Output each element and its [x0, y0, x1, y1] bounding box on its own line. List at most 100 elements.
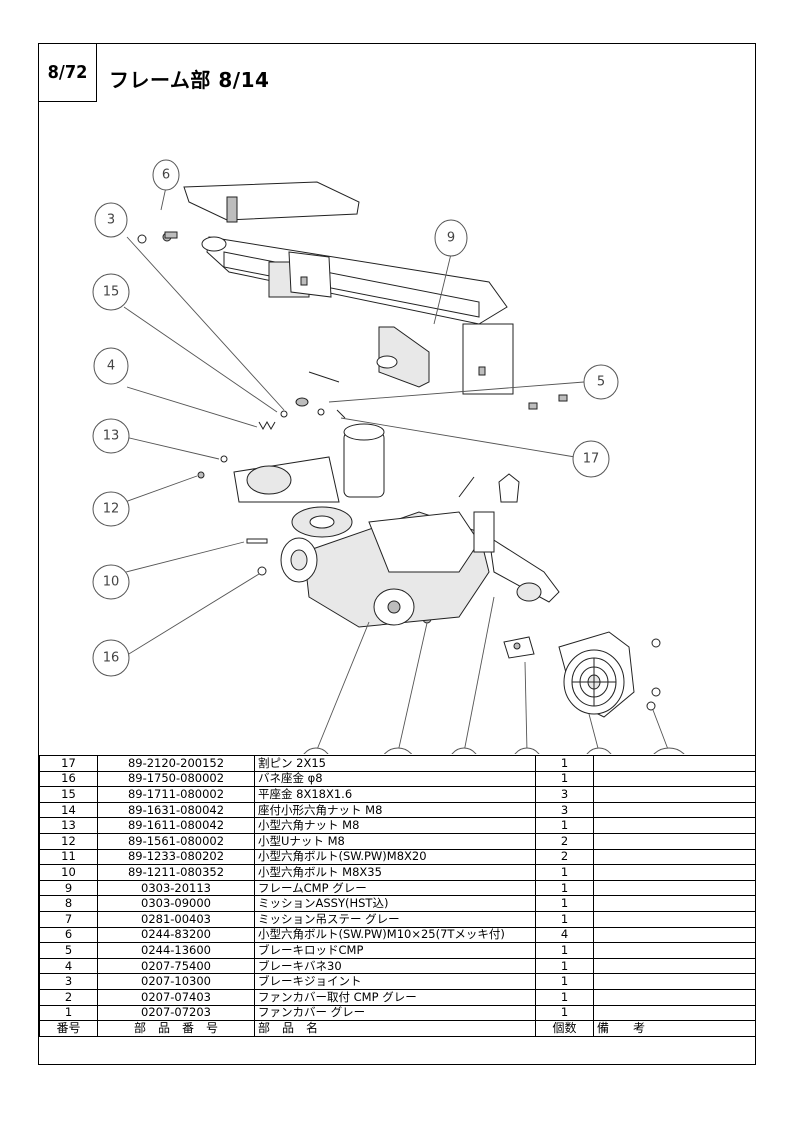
row-part-name: ミッションASSY(HST込): [254, 895, 536, 912]
table-row: 10 89-1211-080352 小型六角ボルト M8X35 1: [39, 864, 756, 881]
row-remarks: [593, 957, 756, 975]
row-part-number: 0207-07403: [97, 988, 255, 1006]
svg-text:12: 12: [103, 502, 120, 517]
row-quantity: 1: [535, 942, 594, 959]
row-quantity: 1: [535, 770, 594, 788]
row-remarks: [593, 910, 756, 928]
callout-5: 5: [583, 364, 619, 400]
row-remarks: [593, 864, 756, 881]
header-number: 番号: [39, 1020, 98, 1037]
header-remarks: 備 考: [593, 1020, 756, 1037]
hardware-drawing: [137, 231, 661, 711]
row-part-name: 小型Uナット M8: [254, 832, 536, 850]
row-number: 9: [39, 879, 98, 897]
callout-4: 4: [93, 347, 129, 385]
row-part-name: 割ピン 2X15: [254, 755, 536, 772]
svg-text:10: 10: [103, 575, 120, 590]
row-part-number: 0281-00403: [97, 910, 255, 928]
table-row: 11 89-1233-080202 小型六角ボルト(SW.PW)M8X20 2: [39, 848, 756, 866]
table-row: 2 0207-07403 ファンカバー取付 CMP グレー 1: [39, 988, 756, 1006]
row-number: 8: [39, 895, 98, 912]
svg-text:9: 9: [447, 231, 455, 246]
svg-text:16: 16: [103, 651, 120, 666]
row-number: 10: [39, 864, 98, 881]
row-part-name: フレームCMP グレー: [254, 879, 536, 897]
row-remarks: [593, 770, 756, 788]
row-remarks: [593, 942, 756, 959]
row-number: 6: [39, 926, 98, 944]
callout-14: 14: [653, 747, 685, 754]
row-quantity: 1: [535, 864, 594, 881]
row-remarks: [593, 832, 756, 850]
row-part-name: ブレーキジョイント: [254, 973, 536, 990]
callout-1: 1: [586, 747, 612, 754]
frame-drawing: [162, 181, 514, 395]
row-remarks: [593, 848, 756, 866]
row-remarks: [593, 786, 756, 803]
svg-text:4: 4: [107, 359, 115, 374]
row-remarks: [593, 755, 756, 772]
row-part-name: 小型六角ナット M8: [254, 817, 536, 834]
callout-15: 15: [92, 273, 130, 311]
row-part-number: 89-1631-080042: [97, 801, 255, 819]
header-part-number: 部 品 番 号: [97, 1020, 255, 1037]
callout-7: 7: [451, 747, 477, 754]
row-part-name: 座付小形六角ナット M8: [254, 801, 536, 819]
table-row: 9 0303-20113 フレームCMP グレー 1: [39, 879, 756, 897]
row-number: 17: [39, 755, 98, 772]
transmission-drawing: [233, 423, 560, 628]
row-part-name: ミッション吊ステー グレー: [254, 910, 536, 928]
page-number: 8/72: [39, 44, 97, 102]
row-part-name: 平座金 8X18X1.6: [254, 786, 536, 803]
row-part-number: 89-1233-080202: [97, 848, 255, 866]
row-quantity: 2: [535, 848, 594, 866]
row-quantity: 3: [535, 786, 594, 803]
row-part-name: バネ座金 φ8: [254, 770, 536, 788]
row-part-name: ファンカバー取付 CMP グレー: [254, 988, 536, 1006]
parts-table: 17 89-2120-200152 割ピン 2X15 1 16 89-1750-…: [39, 755, 756, 1037]
row-part-number: 89-1750-080002: [97, 770, 255, 788]
row-part-number: 89-1611-080042: [97, 817, 255, 834]
row-part-number: 0244-83200: [97, 926, 255, 944]
row-quantity: 1: [535, 755, 594, 772]
row-number: 7: [39, 910, 98, 928]
callout-8: 8: [303, 747, 329, 754]
table-row: 1 0207-07203 ファンカバー グレー 1: [39, 1004, 756, 1022]
row-number: 14: [39, 801, 98, 819]
callout-2: 2: [514, 747, 540, 754]
row-remarks: [593, 1004, 756, 1022]
row-part-number: 0303-20113: [97, 879, 255, 897]
row-number: 3: [39, 973, 98, 990]
row-quantity: 1: [535, 957, 594, 975]
row-part-name: ブレーキロッドCMP: [254, 942, 536, 959]
table-row: 13 89-1611-080042 小型六角ナット M8 1: [39, 817, 756, 834]
callout-16: 16: [92, 639, 130, 677]
callout-17: 17: [572, 440, 610, 478]
callout-3: 3: [94, 202, 128, 238]
row-quantity: 1: [535, 895, 594, 912]
table-row: 5 0244-13600 ブレーキロッドCMP 1: [39, 942, 756, 959]
row-part-number: 89-1561-080002: [97, 832, 255, 850]
row-part-name: ファンカバー グレー: [254, 1004, 536, 1022]
table-row: 7 0281-00403 ミッション吊ステー グレー 1: [39, 910, 756, 928]
row-quantity: 1: [535, 973, 594, 990]
callout-11: 11: [383, 747, 413, 754]
callout-6: 6: [152, 159, 180, 191]
row-number: 11: [39, 848, 98, 866]
row-quantity: 4: [535, 926, 594, 944]
row-number: 5: [39, 942, 98, 959]
row-part-number: 0244-13600: [97, 942, 255, 959]
table-row: 3 0207-10300 ブレーキジョイント 1: [39, 973, 756, 990]
row-remarks: [593, 926, 756, 944]
svg-text:15: 15: [103, 285, 120, 300]
row-part-number: 89-2120-200152: [97, 755, 255, 772]
header-quantity: 個数: [535, 1020, 594, 1037]
row-part-number: 0207-10300: [97, 973, 255, 990]
table-row: 15 89-1711-080002 平座金 8X18X1.6 3: [39, 786, 756, 803]
table-row: 12 89-1561-080002 小型Uナット M8 2: [39, 832, 756, 850]
leader-lines: [123, 186, 670, 753]
row-part-number: 89-1211-080352: [97, 864, 255, 881]
row-remarks: [593, 973, 756, 990]
row-number: 16: [39, 770, 98, 788]
svg-text:17: 17: [583, 452, 600, 467]
